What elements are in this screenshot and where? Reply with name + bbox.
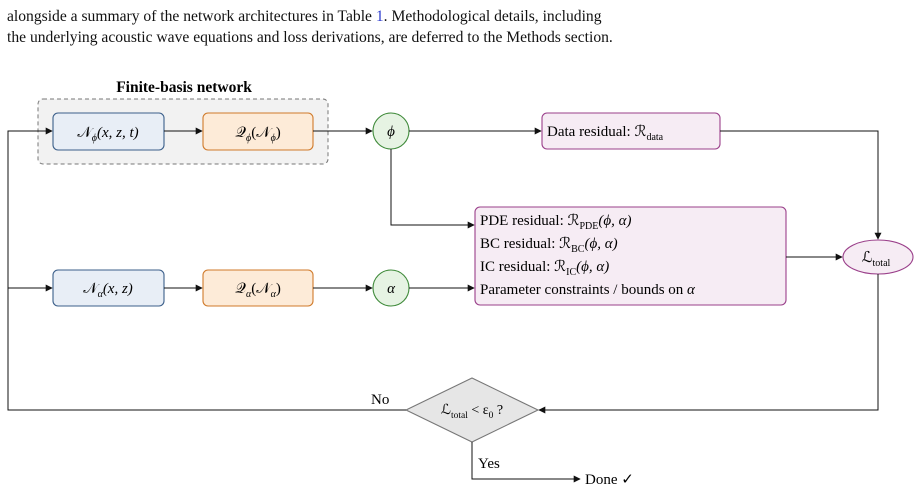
no-label: No [371, 392, 389, 408]
intro-paragraph: alongside a summary of the network archi… [7, 6, 919, 48]
ic-residual-label: IC residual: ℛIC(ϕ, α) [480, 259, 609, 278]
pde-residual-label: PDE residual: ℛPDE(ϕ, α) [480, 213, 632, 232]
paragraph-line-1: alongside a summary of the network archi… [7, 8, 602, 25]
edge-no-feedback [7, 127, 406, 411]
quant-alpha-label: 𝒬α(𝒩α) [235, 281, 281, 300]
edge-loss-decision [538, 274, 879, 414]
network-phi-label: 𝒩ϕ(x, z, t) [77, 125, 138, 144]
group-label: Finite-basis network [116, 79, 252, 96]
alpha-label: α [387, 281, 396, 297]
phi-label: ϕ [387, 124, 395, 140]
edge-phi-residuals [390, 149, 475, 229]
physics-residuals-node [474, 206, 787, 306]
convergence-check-label: ℒtotal < ε0 ? [441, 403, 503, 421]
paragraph-line-2: the underlying acoustic wave equations a… [7, 29, 613, 46]
bc-residual-label: BC residual: ℛBC(ϕ, α) [480, 236, 618, 255]
yes-label: Yes [478, 456, 500, 472]
network-alpha-label: 𝒩α(x, z) [83, 281, 133, 300]
done-label: Done ✓ [585, 472, 634, 488]
data-residual-label: Data residual: ℛdata [547, 124, 664, 143]
edge-yes-done [471, 442, 581, 483]
quant-phi-label: 𝒬ϕ(𝒩ϕ) [235, 125, 281, 144]
param-constraints-label: Parameter constraints / bounds on α [480, 282, 696, 298]
table-reference-link[interactable]: 1 [375, 8, 384, 25]
total-loss-label: ℒtotal [862, 250, 891, 269]
edge-data-loss [720, 130, 882, 240]
